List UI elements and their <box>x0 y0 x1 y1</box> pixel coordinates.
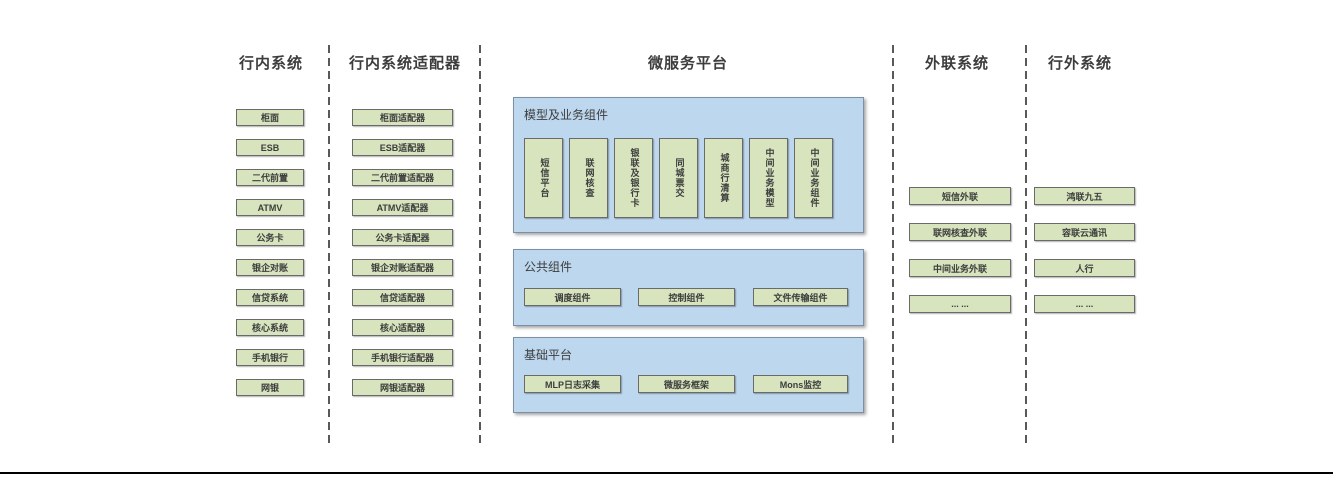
system-box: 二代前置 <box>236 169 304 186</box>
common-component-box: 调度组件 <box>524 288 621 306</box>
adapter-box: 银企对账适配器 <box>352 259 453 276</box>
group-label: 公共组件 <box>524 260 573 274</box>
group-label: 基础平台 <box>524 348 573 362</box>
system-box: 网银 <box>236 379 304 396</box>
external-box: 鸿联九五 <box>1034 187 1135 205</box>
common-components-group: 公共组件 调度组件 控制组件 文件传输组件 <box>513 249 864 326</box>
model-component-box: 联网核查 <box>569 138 608 218</box>
model-component-box: 中间业务模型 <box>749 138 788 218</box>
adapter-box: 柜面适配器 <box>352 109 453 126</box>
outreach-box: 短信外联 <box>909 187 1011 205</box>
group-label: 模型及业务组件 <box>524 108 609 122</box>
column-header-internal-systems: 行内系统 <box>238 55 303 72</box>
common-component-box: 控制组件 <box>638 288 735 306</box>
system-box: 核心系统 <box>236 319 304 336</box>
model-component-box: 银联及银行卡 <box>614 138 653 218</box>
model-component-box: 同城票交 <box>659 138 698 218</box>
column-separator <box>892 45 894 447</box>
column-header-external-systems: 行外系统 <box>1047 55 1112 72</box>
model-component-box: 短信平台 <box>524 138 563 218</box>
external-box: 容联云通讯 <box>1034 223 1135 241</box>
column-separator <box>479 45 481 447</box>
adapter-box: 核心适配器 <box>352 319 453 336</box>
system-box: 柜面 <box>236 109 304 126</box>
model-business-components-group: 模型及业务组件 短信平台 联网核查 银联及银行卡 同城票交 城商行清算 中间业务… <box>513 97 864 233</box>
common-component-box: 文件传输组件 <box>753 288 848 306</box>
model-component-box: 城商行清算 <box>704 138 743 218</box>
bottom-border-line <box>0 472 1333 474</box>
column-separator <box>1025 45 1027 447</box>
adapter-box: 手机银行适配器 <box>352 349 453 366</box>
column-separator <box>328 45 330 447</box>
column-header-internal-adapters: 行内系统适配器 <box>348 55 461 72</box>
base-platform-box: 微服务框架 <box>638 375 735 393</box>
column-header-microservice-platform: 微服务平台 <box>647 55 728 72</box>
base-platform-box: Mons监控 <box>753 375 848 393</box>
adapter-box: ATMV适配器 <box>352 199 453 216</box>
system-box: 公务卡 <box>236 229 304 246</box>
adapter-box: 二代前置适配器 <box>352 169 453 186</box>
adapter-box: 信贷适配器 <box>352 289 453 306</box>
system-box: ESB <box>236 139 304 156</box>
base-platform-box: MLP日志采集 <box>524 375 621 393</box>
adapter-box: 公务卡适配器 <box>352 229 453 246</box>
outreach-box: 中间业务外联 <box>909 259 1011 277</box>
system-box: 信贷系统 <box>236 289 304 306</box>
system-box: 银企对账 <box>236 259 304 276</box>
base-platform-group: 基础平台 MLP日志采集 微服务框架 Mons监控 <box>513 337 864 413</box>
outreach-box: 联网核查外联 <box>909 223 1011 241</box>
external-box: 人行 <box>1034 259 1135 277</box>
system-box: 手机银行 <box>236 349 304 366</box>
system-box: ATMV <box>236 199 304 216</box>
outreach-box: ... ... <box>909 295 1011 313</box>
external-box: ... ... <box>1034 295 1135 313</box>
adapter-box: 网银适配器 <box>352 379 453 396</box>
column-header-outreach-systems: 外联系统 <box>924 55 989 72</box>
adapter-box: ESB适配器 <box>352 139 453 156</box>
model-component-box: 中间业务组件 <box>794 138 833 218</box>
